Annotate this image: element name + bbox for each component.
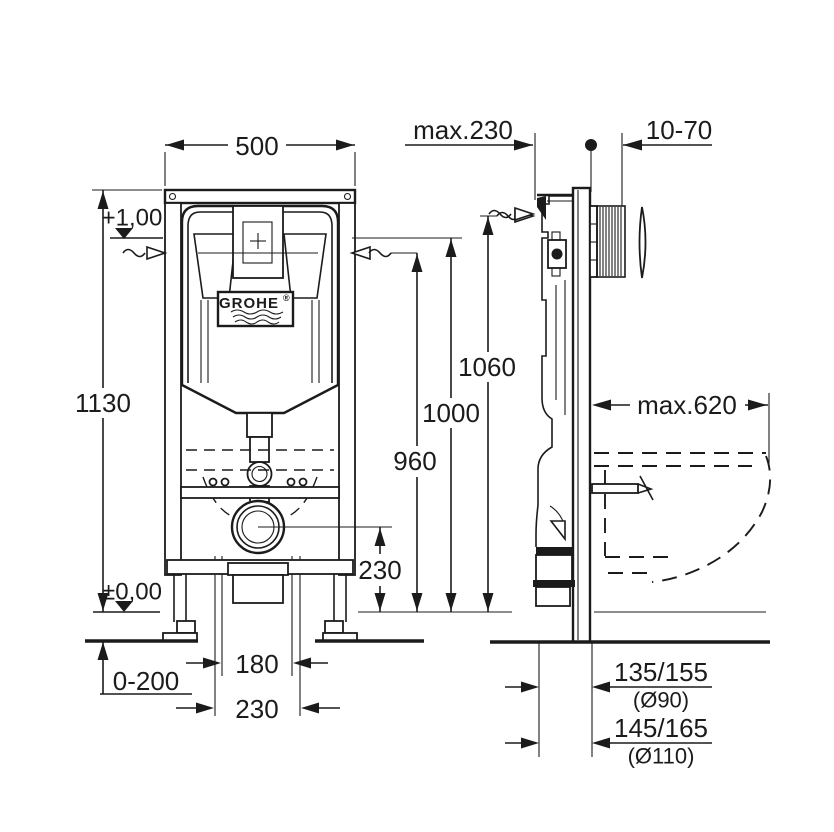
dim-145-165-label: 145/165	[614, 713, 708, 743]
inspection-shaft	[232, 205, 284, 279]
dim-width-500: 500	[164, 131, 356, 186]
dim-floor-range: 0-200	[97, 641, 192, 696]
water-level-icon	[122, 245, 417, 261]
foot-left	[176, 620, 196, 634]
water-level-side-icon	[488, 206, 536, 222]
level-plus-label: +1,00	[102, 205, 163, 232]
frame-profile	[533, 186, 592, 644]
dim-230-bottom-label: 230	[235, 694, 278, 724]
level-marker-plus: +1,00	[102, 205, 163, 239]
mounting-frame	[162, 188, 358, 642]
grohe-waves-icon	[230, 309, 284, 315]
wall-section-hatched	[589, 205, 626, 278]
level-marker-zero: ±0,00	[93, 579, 508, 613]
registered-mark: ®	[283, 293, 290, 303]
dim-height-1130: 1130	[75, 189, 162, 612]
dim-1000-label: 1000	[422, 398, 480, 428]
dim-max-230: max.230	[405, 115, 597, 192]
dim-145-165: 145/165 (Ø110)	[505, 713, 712, 769]
dim-135-155-label: 135/155	[614, 657, 708, 687]
bracket-zone-dashed	[186, 449, 334, 518]
side-view: max.230 10-70 max.620	[405, 115, 772, 769]
outlet-bend	[227, 499, 392, 604]
dim-230-outlet-label: 230	[358, 555, 401, 585]
dim-1060-label: 1060	[458, 352, 516, 382]
dim-180-label: 180	[235, 649, 278, 679]
dim-135-155: 135/155 (Ø90)	[505, 657, 712, 713]
dim-960-label: 960	[393, 446, 436, 476]
dim-height-1000: 1000	[352, 237, 480, 612]
dim-10-70-label: 10-70	[646, 115, 713, 145]
dim-height-960: 960	[393, 253, 437, 612]
dim-1130-label: 1130	[75, 388, 131, 418]
dim-max230-label: max.230	[413, 115, 513, 145]
inlet-valve-fitting	[547, 231, 567, 277]
dim-outlet-230: 230	[176, 694, 340, 724]
flush-plate	[638, 206, 647, 279]
dim-0-200-label: 0-200	[113, 666, 180, 696]
cross-bar	[180, 477, 340, 499]
floor-line-side	[490, 611, 770, 644]
outlet-elbow	[533, 504, 575, 607]
foot-right	[324, 620, 344, 634]
dim-outlet-height-230: 230	[358, 527, 402, 612]
dim-dia90-label: (Ø90)	[633, 688, 689, 713]
fixing-rod	[591, 483, 639, 494]
dim-outlet-180: 180	[186, 649, 328, 679]
brand-text: GROHE	[219, 295, 279, 312]
grohe-logo: GROHE ®	[216, 290, 295, 328]
toilet-bowl-outline	[591, 452, 772, 583]
dim-dia110-label: (Ø110)	[628, 744, 695, 769]
front-view: GROHE ®	[75, 131, 536, 724]
dim-max-620: max.620	[592, 390, 770, 468]
dim-10-70: 10-70	[621, 115, 713, 206]
dim-500-label: 500	[235, 131, 278, 161]
dim-max620-label: max.620	[637, 390, 737, 420]
outlet-extension-lines	[214, 556, 301, 716]
